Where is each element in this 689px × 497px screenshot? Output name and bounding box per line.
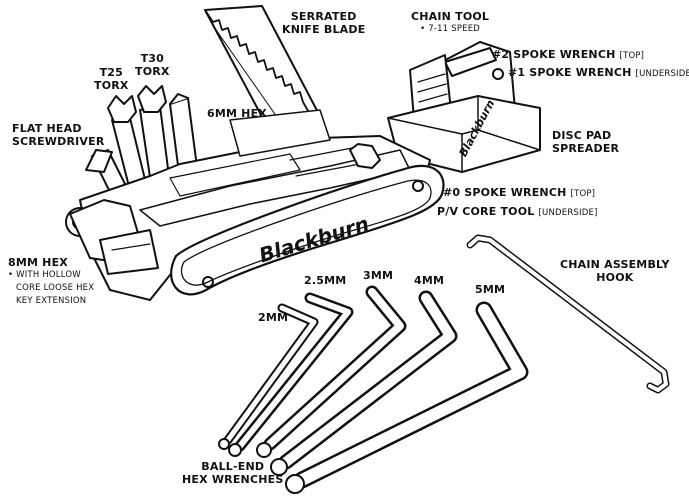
label-ball-end-hex-wrenches: BALL-END HEX WRENCHES: [182, 460, 284, 486]
side-plate: [170, 164, 445, 296]
label-spoke-wrench-2: #2 SPOKE WRENCH [TOP]: [492, 48, 645, 61]
label-hex-5mm: 5MM: [475, 283, 506, 296]
label-chain-assembly-hook: CHAIN ASSEMBLY HOOK: [560, 258, 670, 284]
hex-wrench-2mm: [218, 303, 319, 450]
label-spoke-wrench-1: #1 SPOKE WRENCH [UNDERSIDE]: [508, 66, 689, 79]
chain-assembly-hook: [466, 234, 670, 394]
hex-wrench-4mm: [270, 290, 458, 476]
hex-wrench-2-5mm: [228, 292, 354, 457]
label-6mm-hex: 6MM HEX: [207, 107, 267, 120]
label-hex-2mm: 2MM: [258, 311, 289, 324]
label-serrated-knife-blade: SERRATED KNIFE BLADE: [282, 10, 366, 36]
label-chain-tool: CHAIN TOOL • 7-11 SPEED: [411, 10, 490, 34]
multitool-body: [65, 109, 431, 301]
label-hex-4mm: 4MM: [414, 274, 445, 287]
label-hex-3mm: 3MM: [363, 269, 394, 282]
label-t25-torx: T25 TORX: [94, 66, 129, 92]
label-disc-pad-spreader: DISC PAD SPREADER: [552, 129, 620, 155]
label-spoke-wrench-0: #0 SPOKE WRENCH [TOP]: [443, 186, 596, 199]
label-flat-head-screwdriver: FLAT HEAD SCREWDRIVER: [12, 122, 105, 148]
label-hex-2-5mm: 2.5MM: [304, 274, 347, 287]
hex-wrench-3mm: [256, 285, 407, 458]
hex-wrench-5mm: [285, 301, 529, 494]
label-pv-core-tool: P/V CORE TOOL [UNDERSIDE]: [437, 205, 598, 218]
label-t30-torx: T30 TORX: [135, 52, 170, 78]
label-8mm-hex: 8MM HEX • WITH HOLLOW CORE LOOSE HEX KEY…: [8, 256, 95, 306]
